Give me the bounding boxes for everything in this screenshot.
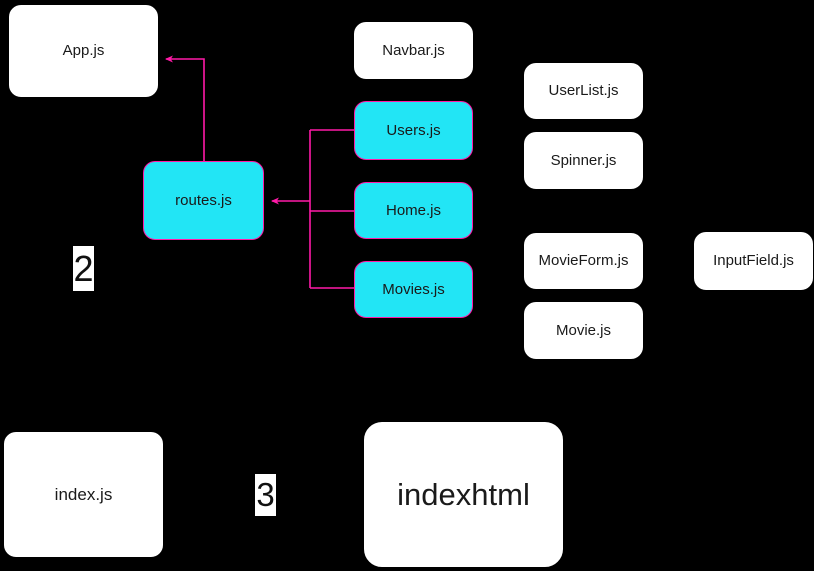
edge-bus-to-routes — [271, 129, 354, 289]
node-label-movieform: MovieForm.js — [538, 252, 629, 270]
node-users[interactable]: Users.js — [354, 101, 473, 160]
node-inputfield[interactable]: InputField.js — [694, 232, 813, 290]
node-home[interactable]: Home.js — [354, 182, 473, 239]
annotation-tag3: 3 — [255, 474, 276, 516]
node-movie[interactable]: Movie.js — [524, 302, 643, 359]
edge-routes-to-app — [165, 55, 205, 161]
node-spinner[interactable]: Spinner.js — [524, 132, 643, 189]
node-label-userlist: UserList.js — [548, 82, 619, 100]
node-userlist[interactable]: UserList.js — [524, 63, 643, 119]
node-label-routes: routes.js — [175, 191, 232, 209]
node-label-indexhtml: indexhtml — [397, 476, 530, 512]
node-movieform[interactable]: MovieForm.js — [524, 233, 643, 289]
node-routes[interactable]: routes.js — [143, 161, 264, 240]
node-label-movies: Movies.js — [382, 280, 445, 298]
node-indexhtml[interactable]: indexhtml — [364, 422, 563, 567]
node-label-users: Users.js — [386, 121, 441, 139]
node-app[interactable]: App.js — [9, 5, 158, 97]
node-indexjs[interactable]: index.js — [4, 432, 163, 557]
node-label-app: App.js — [62, 42, 105, 60]
node-label-home: Home.js — [385, 201, 441, 219]
node-label-navbar: Navbar.js — [382, 41, 445, 59]
node-label-spinner: Spinner.js — [550, 151, 617, 169]
node-label-indexjs: index.js — [54, 484, 113, 504]
node-navbar[interactable]: Navbar.js — [354, 22, 473, 79]
node-movies[interactable]: Movies.js — [354, 261, 473, 318]
node-label-movie: Movie.js — [555, 321, 611, 339]
annotation-tag2: 2 — [73, 246, 94, 291]
node-label-inputfield: InputField.js — [713, 252, 794, 270]
